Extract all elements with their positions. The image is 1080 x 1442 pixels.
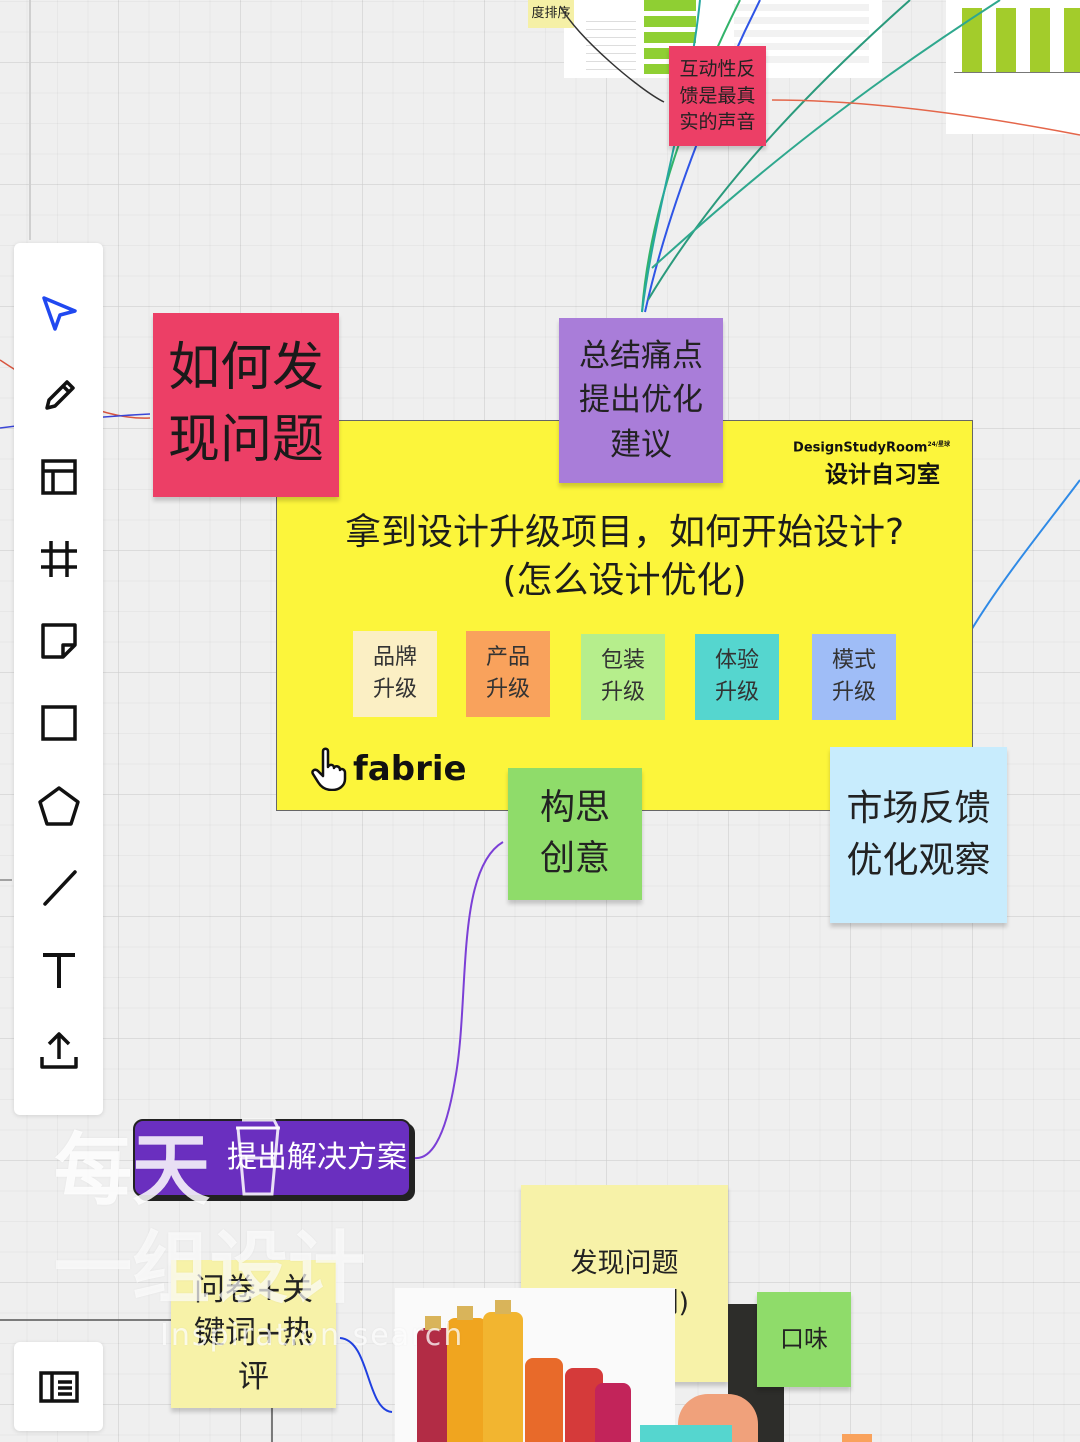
hand-pointer-icon [311,747,347,791]
tool-palette [14,243,103,1115]
line-tool[interactable] [36,865,82,911]
pentagon-icon [38,786,80,826]
pencil-icon [45,380,75,410]
chip-product-upgrade[interactable]: 产品 升级 [466,631,550,717]
brand-en: DesignStudyRoom24/星球 [793,440,950,456]
taste-note[interactable]: 口味 [757,1292,851,1387]
design-upgrade-frame[interactable]: DesignStudyRoom24/星球 设计自习室 拿到设计升级项目，如何开始… [276,420,973,811]
watermark-line3: Inspiration search [160,1318,465,1353]
interactive-feedback-note[interactable]: 互动性反 馈是最真 实的声音 [669,46,766,146]
summary-note[interactable]: 总结痛点 提出优化 建议 [559,318,723,483]
chip-brand-upgrade[interactable]: 品牌 升级 [353,631,437,717]
survey-note[interactable]: 问卷+关 键词+热 评 [171,1260,336,1408]
upload-tool[interactable] [36,1028,82,1074]
concept-note[interactable]: 构思 创意 [508,768,642,900]
panel-toggle-button[interactable] [14,1342,103,1431]
layout-tool[interactable] [36,454,82,500]
partial-teal-note[interactable] [640,1425,732,1442]
sticky-note-icon [41,623,77,659]
chip-packaging-upgrade[interactable]: 包装 升级 [581,634,665,720]
frame-title: 拿到设计升级项目，如何开始设计? (怎么设计优化) [344,512,905,601]
rectangle-tool[interactable] [36,700,82,746]
market-feedback-note[interactable]: 市场反馈 优化观察 [830,747,1007,923]
square-icon [41,705,77,741]
line-icon [43,870,77,906]
watermark-line2: 一组设计 [54,1224,367,1314]
hash-frame-icon [41,541,77,577]
text-icon [43,953,75,988]
rank-note[interactable]: 度排序 [528,0,574,28]
panel-icon [38,1370,79,1403]
partial-orange-note[interactable] [842,1434,872,1442]
juice-bottles-photo[interactable] [395,1288,675,1442]
watermark-line1: 每天 [54,1126,211,1216]
discover-problem-note[interactable]: 如何发 现问题 [153,313,339,497]
text-tool[interactable] [36,947,82,993]
chip-model-upgrade[interactable]: 模式 升级 [812,634,896,720]
upload-icon [40,1032,78,1069]
layout-icon [41,459,77,495]
select-tool[interactable] [36,290,82,336]
pen-tool[interactable] [36,373,82,419]
chip-experience-upgrade[interactable]: 体验 升级 [695,634,779,720]
frame-tool[interactable] [36,536,82,582]
polygon-tool[interactable] [36,783,82,829]
cup-watermark-icon [236,1118,280,1196]
bar-chart-thumbnail[interactable] [946,0,1080,134]
pointer-icon [42,296,77,331]
sticky-note-tool[interactable] [36,618,82,664]
fabrie-logo: fabrie [311,747,467,791]
brand-cn: 设计自习室 [825,462,940,488]
